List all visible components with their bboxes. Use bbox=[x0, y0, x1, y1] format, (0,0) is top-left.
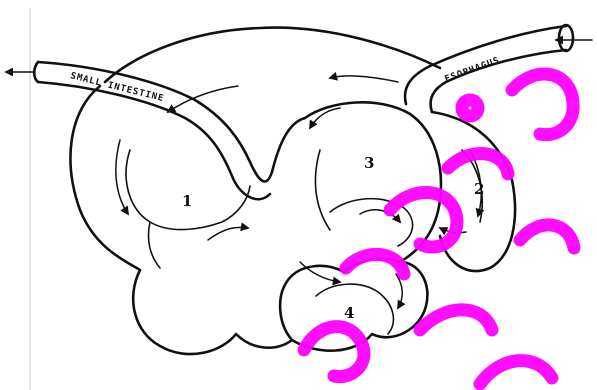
compartment-3-label: 3 bbox=[364, 154, 374, 172]
compartment-4-label: 4 bbox=[344, 304, 354, 322]
small-intestine-tube bbox=[34, 62, 305, 199]
watermark-overlay bbox=[304, 74, 574, 384]
compartment-1-fold bbox=[126, 150, 250, 230]
compartment-1-label: 1 bbox=[182, 192, 192, 210]
compartment-2-label: 2 bbox=[474, 180, 484, 198]
esophagus-label: ESOPHAGUS bbox=[444, 56, 502, 85]
